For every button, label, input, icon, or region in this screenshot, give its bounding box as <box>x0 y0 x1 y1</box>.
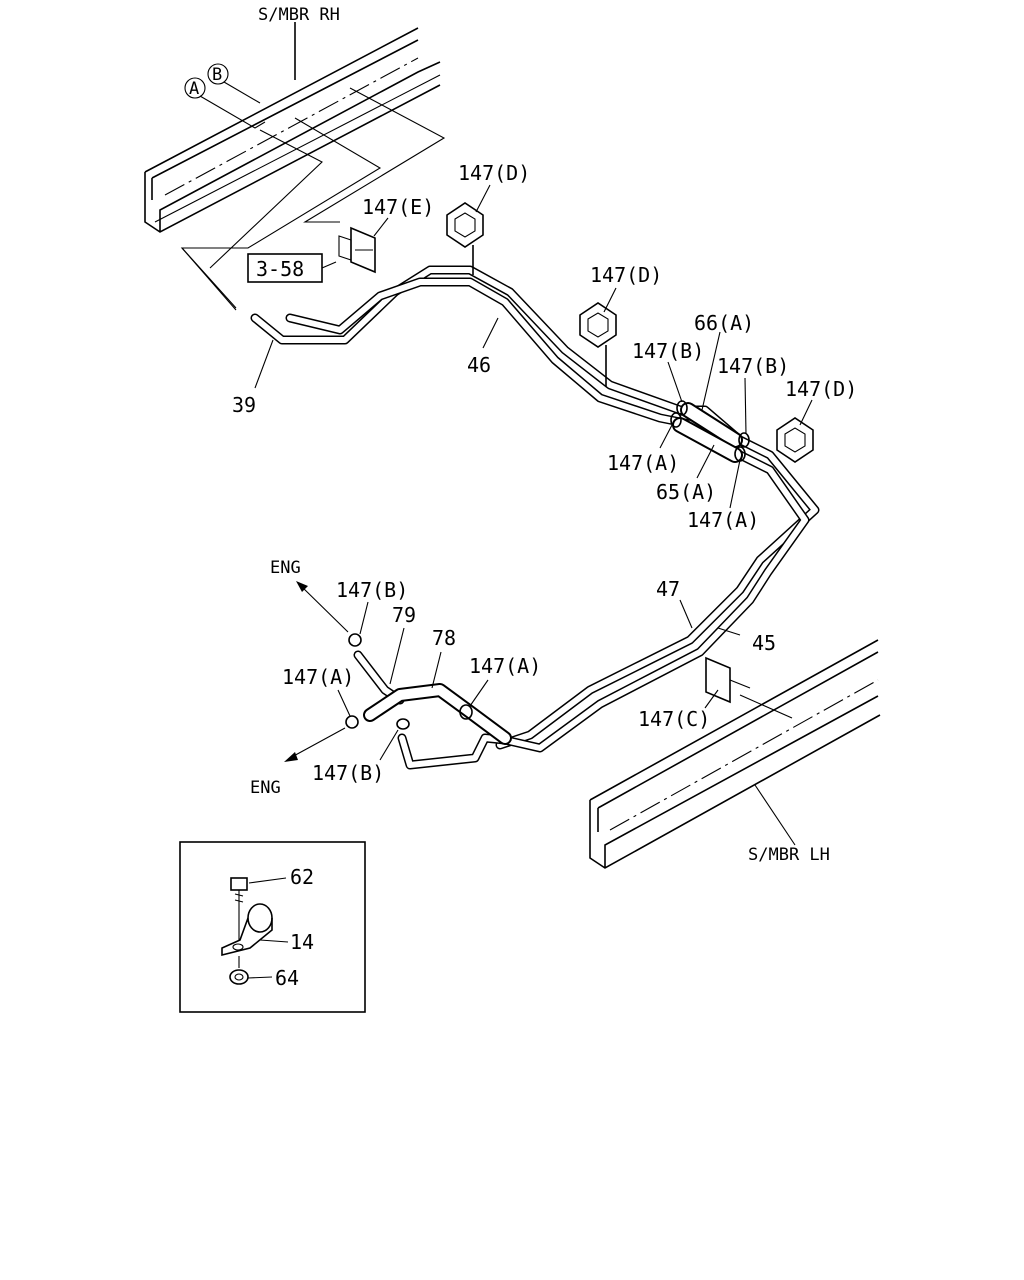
projection-lines <box>180 87 446 311</box>
callout-78: 78 <box>432 626 456 650</box>
callout-147b-a: 147(B) <box>632 339 704 363</box>
clamp-14 <box>221 903 289 957</box>
callout-147b-b: 147(B) <box>717 354 789 378</box>
callout-39: 39 <box>232 393 256 417</box>
callout-147b-d: 147(B) <box>312 761 384 785</box>
callout-62: 62 <box>290 865 314 889</box>
callout-64: 64 <box>275 966 299 990</box>
callout-147d-top: 147(D) <box>458 161 530 185</box>
svg-text:3-58: 3-58 <box>256 257 304 281</box>
circle-ref-a: A <box>184 77 206 99</box>
callout-47: 47 <box>656 577 680 601</box>
clip-147d-right <box>776 417 814 463</box>
label-smbr-lh: S/MBR LH <box>748 845 830 865</box>
callout-147a-d: 147(A) <box>469 654 541 678</box>
clip-147c <box>705 656 751 704</box>
eng-arrow-lower <box>284 727 346 762</box>
hose-clamps <box>345 400 750 730</box>
clip-147d-top <box>446 202 484 275</box>
circle-ref-b: B <box>207 63 229 85</box>
clip-147e <box>338 226 376 274</box>
side-member-lh <box>589 639 881 869</box>
side-member-rh <box>144 22 441 233</box>
callout-147d-right: 147(D) <box>785 377 857 401</box>
svg-text:A: A <box>189 79 199 99</box>
label-eng-lower: ENG <box>250 778 281 798</box>
callout-14: 14 <box>290 930 314 954</box>
inset-box <box>179 841 366 1013</box>
hose-66-65 <box>672 402 743 463</box>
callout-46: 46 <box>467 353 491 377</box>
eng-arrow-upper <box>296 581 349 633</box>
callout-147a-a: 147(A) <box>607 451 679 475</box>
callout-45: 45 <box>752 631 776 655</box>
label-smbr-rh: S/MBR RH <box>258 5 340 25</box>
svg-text:B: B <box>212 65 222 85</box>
clip-147d-mid <box>579 302 617 387</box>
ref-box-3-58: 3-58 <box>247 253 337 283</box>
callout-147a-c: 147(A) <box>282 665 354 689</box>
callout-147d-mid: 147(D) <box>590 263 662 287</box>
callout-66a: 66(A) <box>694 311 754 335</box>
callout-147b-c: 147(B) <box>336 578 408 602</box>
callout-79: 79 <box>392 603 416 627</box>
label-eng-upper: ENG <box>270 558 301 578</box>
leader-lines <box>254 184 813 761</box>
callout-147a-b: 147(A) <box>687 508 759 532</box>
callout-147e: 147(E) <box>362 195 434 219</box>
nut-64 <box>229 956 273 985</box>
callout-147c: 147(C) <box>638 707 710 731</box>
bolt-62 <box>230 877 287 908</box>
hose-78 <box>363 683 512 745</box>
ref-b-leader <box>223 81 261 104</box>
ref-a-leader <box>199 95 266 129</box>
callout-65a: 65(A) <box>656 480 716 504</box>
